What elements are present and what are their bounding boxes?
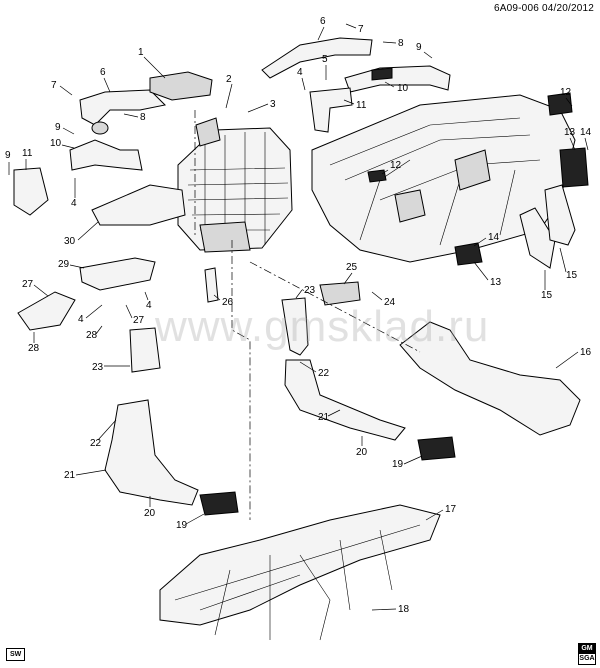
callout-24: 24 [384,297,396,308]
callout-23b: 23 [304,285,316,296]
callout-20b: 20 [356,447,368,458]
document-reference: 6A09-006 04/20/2012 [494,3,594,14]
callout-7a: 7 [358,24,364,35]
callout-19a: 19 [176,520,188,531]
callout-numbers: 1 2 3 4 4 4 4 5 6 6 7 7 8 8 9 9 9 10 1 [5,16,592,615]
callout-27b: 27 [133,315,145,326]
callout-6a: 6 [320,16,326,27]
callout-18: 18 [398,604,410,615]
register-1 [149,71,213,101]
reference-line-1 [231,240,251,520]
callout-4d: 4 [146,300,152,311]
upper-right-ducts [261,37,451,133]
hvac-module [177,117,293,253]
defroster-duct [91,184,186,226]
duct-27 [17,291,76,331]
callout-12b: 12 [390,160,402,171]
callout-2: 2 [226,74,232,85]
callout-10a: 10 [397,83,409,94]
callout-9a: 9 [416,42,422,53]
outlet-19-right [417,436,456,461]
sw-badge: SW [6,648,26,661]
callout-17: 17 [445,504,457,515]
callout-14b: 14 [488,232,500,243]
gm-logo: GM SGA [578,643,596,665]
callout-6b: 6 [100,67,106,78]
floor-duct-right [281,281,406,441]
instrument-panel-outline [311,94,576,263]
gm-logo-bottom: SGA [579,655,595,662]
callout-11b: 11 [22,148,33,159]
hose-26 [204,267,219,303]
callout-3: 3 [270,99,276,110]
callout-20a: 20 [144,508,156,519]
callout-1: 1 [138,47,144,58]
gm-logo-top: GM [579,644,595,654]
callout-8a: 8 [398,38,404,49]
floor-duct-left [104,327,199,506]
reference-line-2 [249,261,421,353]
callout-15a: 15 [566,270,578,281]
outlet-19-left [199,491,239,516]
console [399,321,581,436]
callout-4a: 4 [297,67,303,78]
callout-7b: 7 [51,80,57,91]
callout-9c: 9 [5,150,11,161]
callout-9b: 9 [55,122,61,133]
callout-12a: 12 [560,87,572,98]
callout-13a: 13 [564,127,576,138]
callout-28a: 28 [28,343,40,354]
callout-22b: 22 [318,368,330,379]
callout-10b: 10 [50,138,62,149]
callout-21b: 21 [318,412,330,423]
callout-28b: 28 [86,330,98,341]
callout-4b: 4 [71,198,77,209]
callout-22a: 22 [90,438,102,449]
callout-19b: 19 [392,459,404,470]
callout-15b: 15 [541,290,553,301]
callout-14a: 14 [580,127,592,138]
callout-4c: 4 [78,314,84,325]
callout-30: 30 [64,236,76,247]
callout-21a: 21 [64,470,76,481]
callout-26: 26 [222,297,234,308]
callout-27a: 27 [22,279,34,290]
callout-23a: 23 [92,362,104,373]
side-vents [367,92,589,269]
callout-25: 25 [346,262,358,273]
left-upper-ducts [13,89,167,216]
callout-11a: 11 [356,100,367,111]
watermark: www.gmsklad.ru [155,302,490,351]
callout-8b: 8 [140,112,146,123]
callout-16: 16 [580,347,592,358]
cross-car-beam [159,504,441,641]
callout-5: 5 [322,54,328,65]
callout-13b: 13 [490,277,502,288]
callout-29: 29 [58,259,70,270]
parts-artwork [13,37,589,641]
duct-29 [79,257,156,291]
